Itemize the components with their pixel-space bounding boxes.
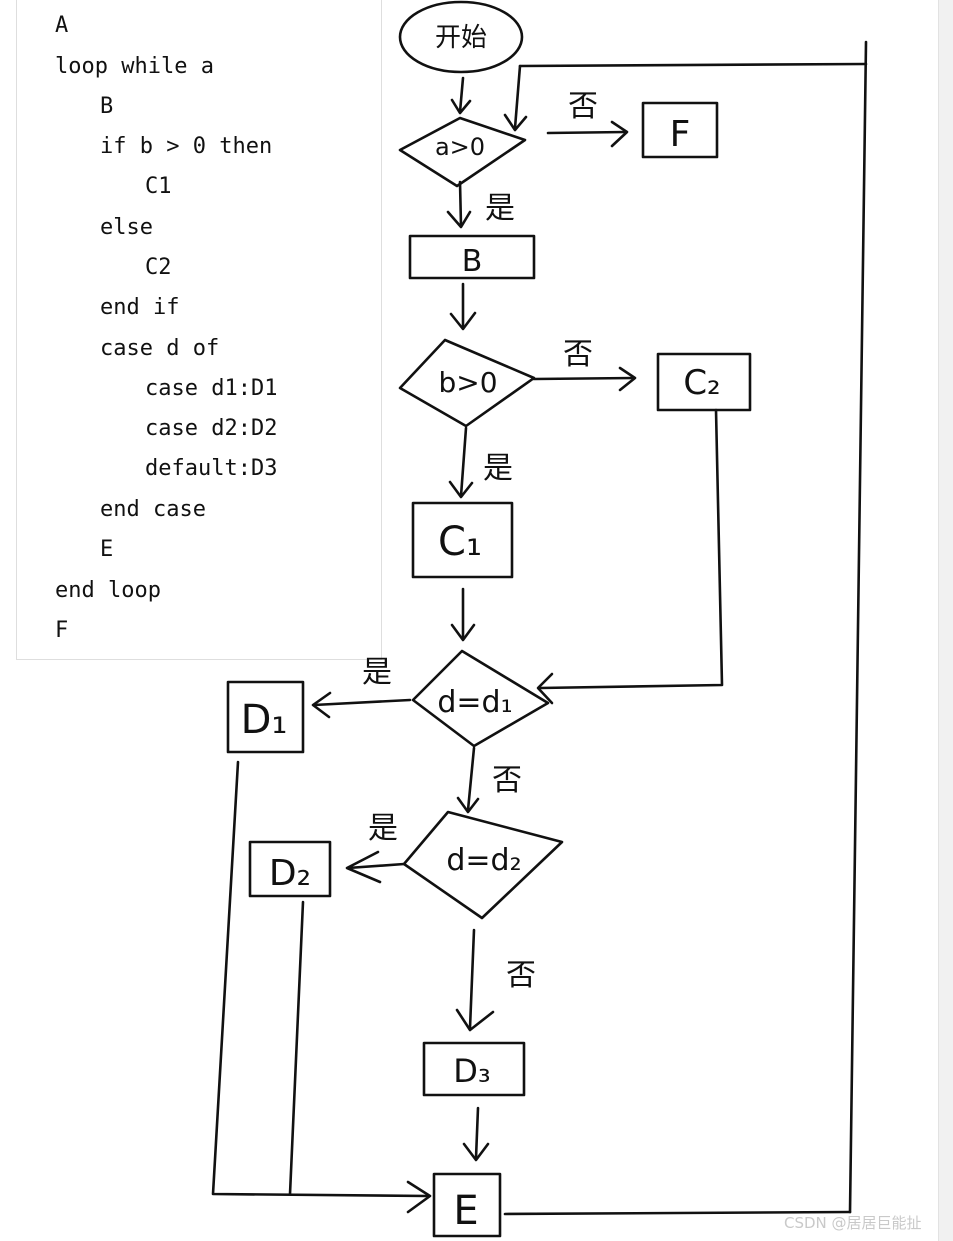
edge-cond-a-F bbox=[546, 130, 628, 135]
code-line: case d2:D2 bbox=[145, 416, 278, 441]
code-line: C1 bbox=[145, 174, 172, 199]
decision-d-eq-d2 bbox=[402, 810, 564, 920]
code-line: end if bbox=[100, 295, 180, 320]
edge-label-yes: 是 bbox=[485, 191, 515, 226]
process-C2 bbox=[656, 352, 752, 412]
code-line: C2 bbox=[145, 255, 172, 280]
edge-label-no: 否 bbox=[563, 337, 593, 372]
edge-label-yes: 是 bbox=[483, 451, 513, 486]
arrowhead bbox=[456, 796, 480, 814]
edge-label-no: 否 bbox=[506, 958, 536, 993]
arrowhead bbox=[618, 366, 637, 392]
edge-cond-a-B bbox=[458, 180, 463, 228]
edge-D1-E bbox=[211, 760, 430, 1198]
process-F-label: F bbox=[670, 114, 691, 155]
process-F bbox=[641, 101, 719, 159]
edge-cond-b-C1 bbox=[459, 426, 468, 498]
arrowhead bbox=[448, 480, 474, 499]
code-line: else bbox=[100, 215, 153, 240]
edge-label-yes: 是 bbox=[362, 655, 392, 690]
code-line: end case bbox=[100, 497, 206, 522]
code-line: case d1:D1 bbox=[145, 376, 278, 401]
start-node bbox=[398, 0, 524, 74]
arrowhead bbox=[450, 623, 476, 642]
pseudocode-panel: A loop while a B if b > 0 then C1 else C… bbox=[16, 0, 382, 660]
decision-b-label: b>0 bbox=[438, 366, 497, 399]
decision-a-gt-0 bbox=[398, 116, 527, 188]
decision-a-label: a>0 bbox=[435, 133, 485, 161]
code-line: B bbox=[100, 94, 114, 119]
process-C1-label: C₁ bbox=[438, 519, 482, 565]
edge-D3-E bbox=[474, 1106, 480, 1160]
arrowhead bbox=[450, 98, 472, 115]
code-line: case d of bbox=[100, 336, 220, 361]
right-scroll-edge bbox=[938, 0, 953, 1241]
edge-label-yes: 是 bbox=[368, 811, 398, 846]
edge-cond-d2-D2 bbox=[346, 862, 406, 870]
edge-label-no: 否 bbox=[492, 763, 522, 798]
process-C1 bbox=[411, 501, 514, 579]
process-C2-label: C₂ bbox=[683, 363, 720, 403]
process-D2-label: D₂ bbox=[269, 853, 311, 894]
arrowhead bbox=[406, 1180, 432, 1214]
decision-d-eq-d1 bbox=[411, 649, 550, 748]
process-D3-label: D₃ bbox=[453, 1052, 490, 1090]
process-D1-label: D₁ bbox=[241, 697, 288, 743]
process-E-label: E bbox=[453, 1188, 478, 1234]
code-line: E bbox=[100, 537, 114, 562]
edge-cond-d1-cond-d2 bbox=[466, 746, 476, 812]
process-B bbox=[408, 234, 536, 280]
edge-D2-E bbox=[288, 900, 305, 1196]
start-label: 开始 bbox=[435, 23, 487, 53]
edge-cond-b-C2 bbox=[532, 376, 636, 381]
decision-d1-label: d=d₁ bbox=[437, 685, 512, 720]
arrowhead bbox=[462, 1142, 490, 1162]
edge-cond-d1-D1 bbox=[312, 698, 412, 707]
code-line: loop while a bbox=[55, 54, 214, 79]
process-D3 bbox=[422, 1041, 526, 1097]
arrowhead bbox=[536, 672, 554, 705]
watermark: CSDN @居居巨能扯 bbox=[784, 1214, 922, 1232]
arrowhead bbox=[610, 120, 629, 148]
edge-E-loop bbox=[503, 1210, 852, 1216]
arrowhead bbox=[449, 311, 477, 331]
edge-start-cond-a bbox=[458, 76, 465, 114]
edge-loop-return bbox=[513, 64, 522, 130]
code-line: default:D3 bbox=[145, 456, 278, 481]
code-line: end loop bbox=[55, 578, 161, 603]
decision-d2-label: d=d₂ bbox=[446, 843, 521, 878]
process-E bbox=[432, 1172, 502, 1238]
edge-loop-top bbox=[518, 62, 868, 68]
code-line: if b > 0 then bbox=[100, 134, 273, 159]
arrowhead bbox=[311, 691, 332, 719]
process-D1 bbox=[226, 680, 305, 754]
arrowhead bbox=[503, 113, 528, 132]
code-line: F bbox=[55, 618, 69, 643]
arrowhead bbox=[455, 1008, 495, 1032]
process-D2 bbox=[248, 840, 332, 898]
edge-C2-cond-d1 bbox=[538, 408, 724, 690]
edge-label-no: 否 bbox=[568, 89, 598, 124]
arrowhead bbox=[446, 210, 472, 229]
code-line: A bbox=[55, 13, 69, 38]
arrowhead bbox=[345, 850, 382, 884]
edge-loop-right bbox=[848, 40, 868, 1214]
process-B-label: B bbox=[462, 244, 483, 279]
edge-cond-d2-D3 bbox=[468, 928, 476, 1030]
